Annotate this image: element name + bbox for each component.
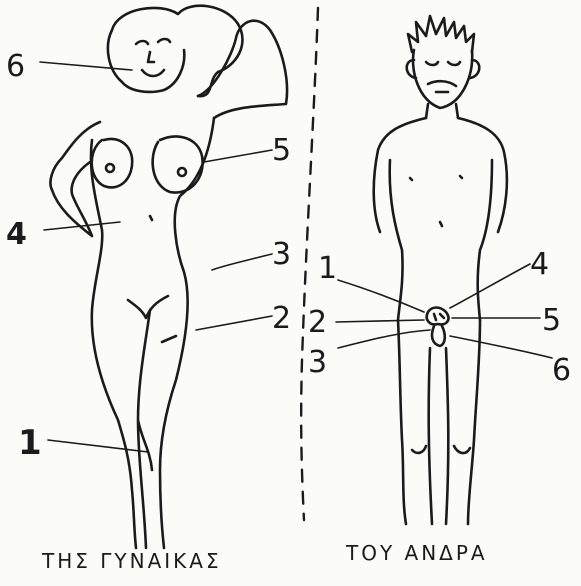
man-leader-2 — [336, 320, 424, 322]
man-head — [413, 50, 472, 108]
caption-woman: ΤΗΣ ΓΥΝΑΙΚΑΣ — [41, 549, 222, 573]
man-right-arm — [458, 118, 507, 232]
man-torso-left — [390, 160, 403, 320]
woman-label-waist: 4 — [6, 217, 27, 252]
woman-leader-1 — [48, 440, 148, 452]
man-right-leg — [468, 320, 480, 524]
woman-label-pubic: 3 — [272, 237, 291, 272]
woman-leader-3 — [212, 254, 272, 270]
man-left-arm — [374, 118, 426, 232]
woman-nipple-right — [178, 168, 186, 176]
man-neck — [426, 104, 458, 118]
woman-mouth — [142, 70, 164, 76]
man-leader-1 — [338, 280, 424, 312]
man-inner-legs — [429, 348, 449, 524]
man-moustache — [428, 81, 456, 92]
man-label-4: 4 — [530, 247, 549, 282]
woman-nose — [148, 52, 154, 62]
woman-label-genital: 2 — [272, 301, 291, 336]
woman-leader-6 — [40, 62, 132, 70]
caption-man: ΤΟΥ ΑΝΔΡΑ — [345, 541, 488, 565]
woman-inner-leg — [138, 310, 152, 548]
man-leader-6 — [450, 336, 552, 358]
man-label-3: 3 — [308, 345, 327, 380]
man-label-6: 6 — [552, 353, 571, 388]
woman-label-face: 6 — [6, 49, 25, 84]
man-genitals — [427, 308, 449, 347]
woman-leader-2 — [196, 316, 272, 330]
man-label-5: 5 — [542, 303, 561, 338]
man-leader-3 — [338, 330, 430, 348]
woman-eyes — [136, 39, 170, 44]
man-hair — [408, 16, 474, 52]
woman-breast-right — [153, 137, 203, 193]
man-eyes — [426, 62, 460, 65]
woman-pubic-v — [128, 296, 168, 318]
man-left-leg — [398, 320, 406, 524]
woman-torso-left — [91, 140, 136, 548]
woman-leaders — [40, 62, 272, 452]
man-knees — [412, 446, 470, 453]
woman-figure — [50, 6, 287, 548]
woman-face — [122, 50, 184, 92]
man-glans — [434, 314, 444, 320]
woman-thigh-mark — [162, 336, 176, 342]
man-label-2: 2 — [308, 305, 327, 340]
center-divider — [301, 8, 318, 520]
man-label-1: 1 — [318, 251, 337, 286]
man-leader-4 — [450, 264, 530, 308]
man-chest-marks — [410, 176, 462, 226]
woman-label-leg: 1 — [18, 423, 42, 463]
woman-nipple-left — [106, 164, 114, 172]
woman-leader-5 — [204, 150, 272, 162]
woman-torso-right — [160, 118, 214, 548]
man-figure — [374, 16, 507, 524]
woman-navel — [150, 216, 152, 220]
woman-label-breast: 5 — [272, 133, 291, 168]
man-torso-right — [478, 160, 492, 320]
